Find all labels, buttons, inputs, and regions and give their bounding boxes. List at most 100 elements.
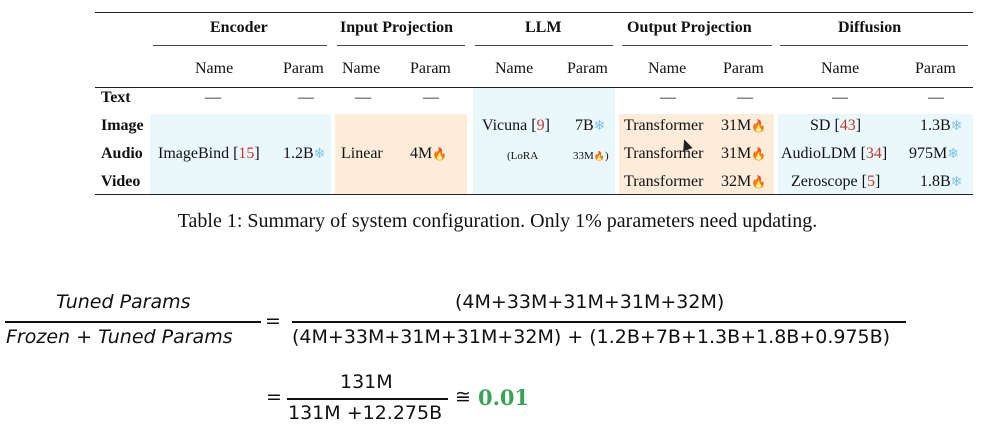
- bracket: ]: [874, 173, 881, 190]
- subheader-param: Param: [723, 60, 764, 77]
- dash-cell: —: [832, 89, 848, 106]
- dash-cell: —: [423, 89, 439, 106]
- diffusion-param: 975M❄: [909, 144, 959, 165]
- dash-cell: —: [928, 89, 944, 106]
- header-rule: [95, 87, 973, 88]
- output-projection-param-value: 31M: [721, 145, 752, 162]
- reference-link[interactable]: 43: [839, 117, 856, 134]
- llm-underline: [475, 45, 613, 46]
- llm-param: 7B❄: [575, 116, 605, 137]
- equals-sign: =: [265, 310, 281, 332]
- rhs-denominator: (4M+33M+31M+31M+32M) + (1.2B+7B+1.3B+1.8…: [292, 326, 891, 348]
- snowflake-icon: ❄: [313, 147, 326, 162]
- reference-link[interactable]: 34: [865, 145, 882, 162]
- bottom-rule: [95, 194, 973, 196]
- config-table: Encoder Input Projection LLM Output Proj…: [95, 12, 973, 196]
- output-projection-param: 31M🔥: [721, 144, 766, 164]
- fire-icon: 🔥: [593, 151, 605, 161]
- snowflake-icon: ❄: [950, 119, 963, 134]
- snowflake-icon: ❄: [950, 175, 963, 190]
- row-label-image: Image: [101, 117, 144, 134]
- llm-lora-name: (LoRA: [507, 150, 539, 162]
- output-projection-name: Transformer: [624, 173, 704, 190]
- reference-link[interactable]: 15: [238, 145, 255, 162]
- input-proj-underline: [337, 45, 465, 46]
- lora-close-paren: ): [605, 150, 609, 162]
- input-projection-name: Linear: [341, 145, 383, 162]
- fire-icon: 🔥: [751, 175, 767, 189]
- encoder-underline: [153, 45, 327, 46]
- encoder-param-value: 1.2B: [283, 145, 314, 162]
- output-projection-param-value: 31M: [721, 117, 752, 134]
- llm-lora-param: 33M🔥): [573, 146, 609, 166]
- line2-denominator: 131M +12.275B: [288, 402, 443, 424]
- diffusion-param: 1.3B❄: [920, 116, 962, 137]
- output-proj-shade: [619, 114, 774, 194]
- reference-link[interactable]: 9: [536, 117, 545, 134]
- subheader-param: Param: [283, 60, 324, 77]
- snowflake-icon: ❄: [947, 147, 959, 162]
- bracket: ]: [544, 117, 550, 134]
- dash-cell: —: [355, 89, 371, 106]
- input-projection-param: 4M🔥: [410, 144, 447, 164]
- snowflake-icon: ❄: [593, 119, 606, 134]
- bracket: [: [860, 145, 866, 162]
- output-projection-name: Transformer: [624, 117, 704, 134]
- input-projection-param-value: 4M: [410, 145, 433, 162]
- reference-link[interactable]: 5: [866, 173, 875, 190]
- llm-name-text: Vicuna: [482, 117, 528, 134]
- dash-cell: —: [205, 89, 221, 106]
- lhs-numerator: Tuned Params: [56, 291, 191, 313]
- bracket: [: [531, 117, 537, 134]
- encoder-name: ImageBind [15]: [158, 144, 260, 164]
- header-diffusion: Diffusion: [838, 19, 902, 36]
- diffusion-name-text: SD: [810, 117, 831, 134]
- encoder-name-text: ImageBind: [158, 145, 230, 162]
- llm-param-value: 7B: [575, 117, 594, 134]
- diffusion-shade: [778, 114, 973, 194]
- subheader-name: Name: [821, 60, 860, 77]
- result-value: 0.01: [478, 385, 530, 410]
- diffusion-name-text: Zeroscope: [791, 173, 858, 190]
- llm-shade: [473, 87, 615, 194]
- fire-icon: 🔥: [751, 147, 767, 161]
- header-encoder: Encoder: [210, 19, 268, 36]
- bracket: ]: [254, 145, 260, 162]
- lhs-fraction-bar: [5, 321, 261, 323]
- bracket: [: [233, 145, 239, 162]
- line2-fraction-bar: [287, 398, 448, 400]
- diffusion-name: AudioLDM [34]: [781, 144, 887, 164]
- rhs-numerator: (4M+33M+31M+31M+32M): [455, 291, 725, 313]
- bracket: ]: [855, 117, 862, 134]
- diffusion-name: SD [43]: [810, 116, 861, 136]
- row-label-text: Text: [101, 89, 131, 106]
- diffusion-name: Zeroscope [5]: [791, 172, 880, 192]
- llm-lora-param-value: 33M: [573, 150, 594, 162]
- output-projection-param: 32M🔥: [721, 172, 766, 192]
- bracket: [: [861, 173, 867, 190]
- table-caption: Table 1: Summary of system configuration…: [177, 210, 818, 232]
- subheader-name: Name: [342, 60, 381, 77]
- output-projection-name: Transformer: [624, 145, 704, 162]
- dash-cell: —: [298, 89, 314, 106]
- bracket: ]: [881, 145, 888, 162]
- diffusion-param-value: 975M: [909, 145, 948, 162]
- encoder-shade: [150, 114, 331, 194]
- diffusion-param-value: 1.8B: [920, 173, 951, 190]
- dash-cell: —: [660, 89, 676, 106]
- output-projection-param: 31M🔥: [721, 116, 766, 136]
- subheader-name: Name: [495, 60, 534, 77]
- output-projection-param-value: 32M: [721, 173, 752, 190]
- subheader-param: Param: [410, 60, 451, 77]
- rhs-fraction-bar: [292, 321, 906, 323]
- header-output-projection: Output Projection: [627, 19, 752, 36]
- bracket: [: [834, 117, 840, 134]
- fire-icon: 🔥: [432, 147, 448, 161]
- fire-icon: 🔥: [751, 119, 767, 133]
- top-rule: [95, 12, 973, 14]
- header-input-projection: Input Projection: [340, 19, 454, 36]
- line2-numerator: 131M: [340, 371, 393, 393]
- subheader-param: Param: [567, 60, 608, 77]
- lhs-denominator: Frozen + Tuned Params: [6, 326, 233, 348]
- equals-sign: =: [266, 386, 282, 408]
